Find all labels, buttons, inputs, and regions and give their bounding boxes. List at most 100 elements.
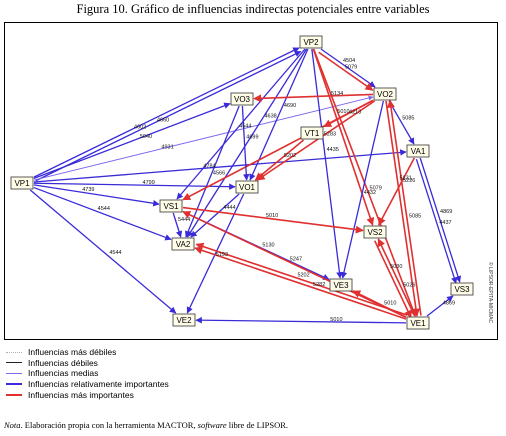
edge-ve1-vo2	[387, 99, 422, 316]
node-box	[300, 126, 324, 140]
node-va2: VA2	[171, 237, 195, 251]
edges-layer	[29, 47, 462, 324]
node-label: VO3	[234, 95, 251, 104]
edge-weight-label: 5010	[266, 213, 278, 219]
influence-graph: 4602466050404931478447994739454445444504…	[10, 35, 494, 330]
node-box	[10, 176, 34, 190]
edge-vp1-vo1	[33, 182, 236, 190]
edge-ve1-ve2	[195, 316, 407, 324]
edge-weight-label: 4544	[98, 206, 110, 212]
legend-swatch	[6, 383, 22, 386]
edge-weight-label: 5193	[216, 252, 228, 258]
edge-weight-label: 5202	[297, 273, 309, 279]
edge-weight-label: 5085	[409, 214, 421, 220]
edge-weight-label: 5010	[337, 109, 349, 115]
node-label: VO2	[377, 90, 394, 99]
legend-item: Influencias medias	[6, 368, 169, 379]
legend-swatch	[6, 362, 22, 364]
node-box	[373, 87, 397, 101]
edge-ve1-vs2	[377, 238, 416, 317]
edge-vp1-va2	[33, 186, 172, 241]
edge-ve1-va2	[194, 246, 407, 320]
edge-weight-label: 5247	[290, 256, 302, 262]
edge-weight-label: 5026	[403, 283, 415, 289]
edge-weight-label: 4435	[327, 147, 339, 153]
edge-weight-label: 4869	[443, 300, 455, 306]
node-box	[172, 313, 196, 327]
node-label: VE1	[410, 319, 426, 328]
legend-item: Influencias más débiles	[6, 347, 169, 358]
edge-vo2-va1	[388, 100, 415, 145]
edge-vs1-va2	[172, 212, 183, 238]
node-label: VA2	[176, 240, 191, 249]
edge-weight-label: 5131	[399, 176, 411, 182]
node-vp1: VP1	[10, 176, 34, 190]
node-label: VO1	[239, 183, 256, 192]
edge-va1-vs3	[419, 157, 462, 283]
node-box	[159, 199, 183, 213]
note-prefix: Nota	[4, 420, 21, 430]
edge-vp2-va2	[186, 48, 308, 238]
node-box	[406, 316, 430, 330]
edge-vp1-vo2	[33, 95, 374, 181]
node-label: VS3	[454, 285, 470, 294]
edge-weight-label: 5202	[284, 153, 296, 159]
edge-vo2-vs1	[182, 99, 374, 201]
node-vs2: VS2	[363, 225, 387, 239]
edge-vp1-va1	[33, 149, 407, 183]
edge-weight-label: 5040	[140, 134, 152, 140]
node-box	[230, 92, 254, 106]
edge-vp2-vs2	[312, 48, 375, 226]
edge-vo2-ve3	[340, 100, 385, 279]
edge-weight-label: 5079	[370, 186, 382, 192]
figure-title: Figura 10. Gráfico de influencias indire…	[76, 2, 430, 16]
legend-label: Influencias más débiles	[28, 347, 117, 358]
legend-label: Influencias débiles	[28, 357, 98, 368]
node-ve1: VE1	[406, 316, 430, 330]
node-box	[406, 144, 430, 158]
edge-weight-label: 5283	[324, 132, 336, 138]
edge-weight-label: 4544	[239, 124, 251, 130]
edge-vp2-vo2	[320, 48, 376, 88]
lipsor-watermark: © LIPSOR-EPITA-MICMAC	[487, 262, 494, 323]
edge-vo1-va2	[190, 193, 240, 238]
edge-weight-label: 5085	[402, 115, 414, 121]
edge-weight-label: 4444	[223, 205, 235, 211]
legend-item: Influencias relativamente importantes	[6, 379, 169, 390]
edge-vp2-ve3	[311, 48, 343, 279]
edge-vp1-vp2	[35, 50, 302, 182]
edge-vs1-vs2	[182, 206, 364, 234]
node-box	[363, 225, 387, 239]
edge-vp2-vs1	[176, 48, 306, 200]
legend-swatch	[6, 351, 22, 353]
node-box	[329, 278, 353, 292]
edge-weight-label: 4602	[134, 124, 146, 130]
edge-vp2-vo2	[318, 51, 374, 91]
edge-weight-label: 4213	[349, 109, 361, 115]
node-label: VS1	[163, 202, 179, 211]
legend-item: Influencias más importantes	[6, 389, 169, 400]
legend-swatch	[6, 372, 22, 374]
node-va1: VA1	[406, 144, 430, 158]
edge-weight-label: 4432	[364, 190, 376, 196]
edge-weight-label: 4690	[284, 103, 296, 109]
node-vs1: VS1	[159, 199, 183, 213]
node-label: VT1	[305, 129, 320, 138]
edge-ve1-va2	[195, 242, 408, 316]
node-vo2: VO2	[373, 87, 397, 101]
node-label: VP2	[303, 38, 319, 47]
edge-weight-label: 5282	[313, 282, 325, 288]
edge-weight-label: 4699	[246, 134, 258, 140]
edge-vo2-vo3	[253, 93, 374, 103]
legend-label: Influencias medias	[28, 368, 99, 379]
note-text-2: libre de LIPSOR.	[226, 420, 289, 430]
edge-weight-label: 5226	[403, 178, 415, 184]
node-box	[235, 180, 259, 194]
node-vo1: VO1	[235, 180, 259, 194]
edge-vp1-vs1	[33, 184, 160, 207]
edge-weight-label: 4660	[157, 118, 169, 124]
edge-vo3-va2	[185, 105, 240, 238]
legend-label: Influencias más importantes	[28, 389, 134, 400]
edge-weight-label: 5134	[331, 91, 343, 97]
